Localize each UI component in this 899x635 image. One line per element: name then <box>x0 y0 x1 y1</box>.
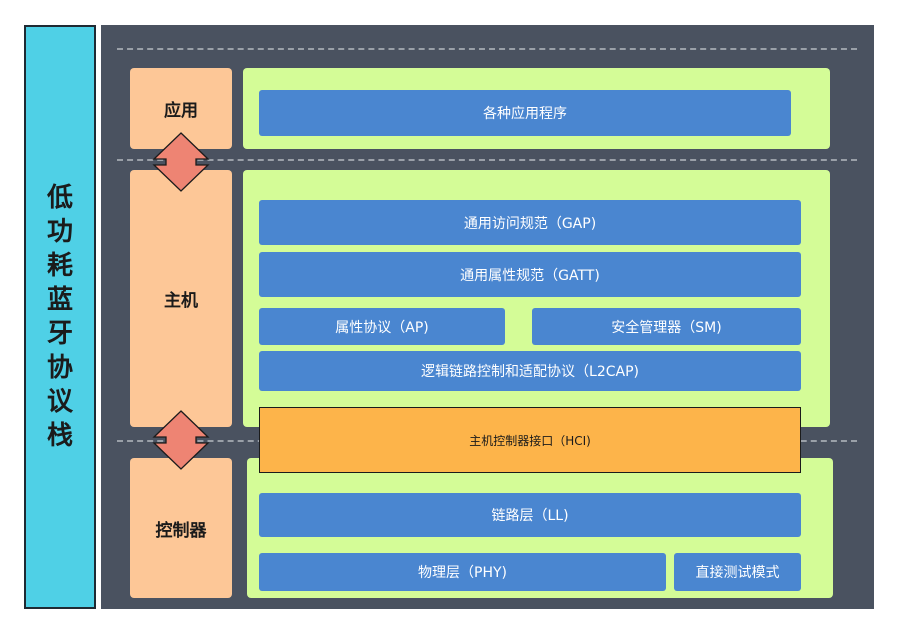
double-arrow-icon <box>152 410 210 470</box>
att-block: 属性协议（AP) <box>259 308 505 345</box>
dtm-block: 直接测试模式 <box>674 553 801 591</box>
gatt-block: 通用属性规范（GATT) <box>259 252 801 297</box>
apps-block: 各种应用程序 <box>259 90 791 136</box>
stack-title-box: 低功耗蓝牙协议栈 <box>24 25 96 609</box>
divider-top <box>117 48 857 50</box>
layer-controller-label: 控制器 <box>130 458 232 598</box>
phy-block: 物理层（PHY) <box>259 553 666 591</box>
hci-block: 主机控制器接口（HCI) <box>259 407 801 473</box>
sm-block: 安全管理器（SM) <box>532 308 801 345</box>
double-arrow-icon <box>152 132 210 192</box>
layer-host-label: 主机 <box>130 170 232 427</box>
l2cap-block: 逻辑链路控制和适配协议（L2CAP) <box>259 351 801 391</box>
ll-block: 链路层（LL) <box>259 493 801 537</box>
divider-app-host <box>117 159 857 161</box>
stack-title: 低功耗蓝牙协议栈 <box>46 183 73 451</box>
gap-block: 通用访问规范（GAP) <box>259 200 801 245</box>
hci-label: 主机控制器接口（HCI) <box>469 433 591 448</box>
